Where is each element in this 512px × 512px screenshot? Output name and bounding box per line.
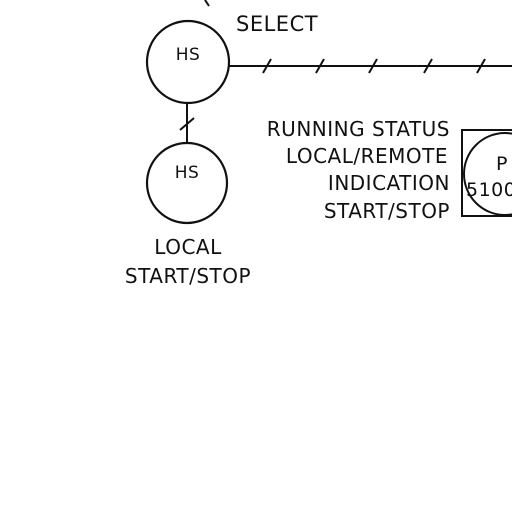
select-label: SELECT xyxy=(236,12,318,36)
status-line-2: LOCAL/REMOTE xyxy=(286,144,448,168)
lower-hs-tag: HS xyxy=(175,163,200,183)
status-line-3: INDICATION xyxy=(328,171,450,195)
panel-bubble xyxy=(463,132,512,216)
status-line-1: RUNNING STATUS xyxy=(267,117,450,141)
panel-letter: P xyxy=(496,153,508,175)
signal-hatch xyxy=(476,58,486,74)
status-text-block: RUNNING STATUS LOCAL/REMOTE INDICATION S… xyxy=(267,117,450,223)
local-label-line1: LOCAL xyxy=(154,235,222,259)
signal-hatch xyxy=(315,58,325,74)
lower-hs-instrument: HS xyxy=(145,141,229,225)
local-label-line2: START/STOP xyxy=(125,264,251,288)
edge-fragment-line xyxy=(204,0,210,7)
panel-instrument: P 5100 xyxy=(461,129,512,217)
upper-hs-tag: HS xyxy=(176,45,201,65)
select-signal-line xyxy=(229,58,512,74)
lower-hs-bubble xyxy=(145,141,229,225)
signal-hatch xyxy=(262,58,272,74)
connector-hatch xyxy=(179,117,195,131)
interlock-connector xyxy=(179,103,195,143)
signal-hatch xyxy=(368,58,378,74)
signal-hatch xyxy=(423,58,433,74)
panel-number: 5100 xyxy=(466,179,512,201)
panel-box xyxy=(461,129,512,217)
status-line-4: START/STOP xyxy=(324,199,450,223)
upper-hs-instrument: HS xyxy=(145,19,231,105)
